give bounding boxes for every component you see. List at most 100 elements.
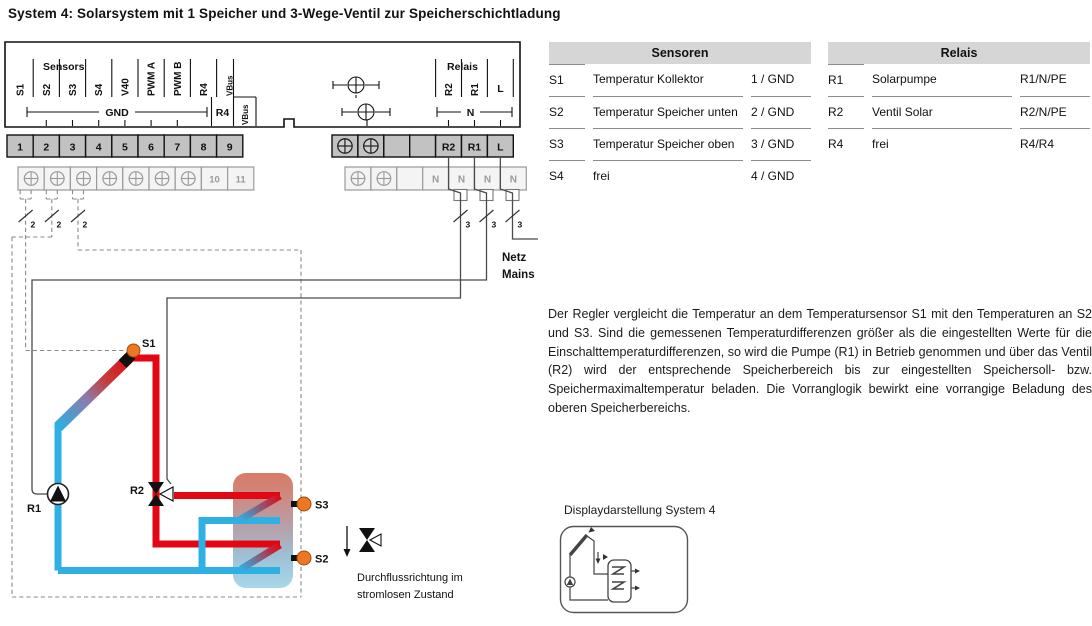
earth-screw-icon <box>376 171 392 186</box>
collector <box>54 351 136 431</box>
sensor-s2 <box>291 550 312 566</box>
sensor-row-id: S3 <box>549 129 585 161</box>
upper-heat-exchanger-coil <box>238 492 282 523</box>
page-title: System 4: Solarsystem mit 1 Speicher und… <box>8 6 561 21</box>
relay-row-conn: R1/N/PE <box>1020 64 1090 97</box>
terminal-n: N <box>484 175 491 186</box>
terminal-n: N <box>432 175 439 186</box>
terminal-3: 3 <box>70 142 76 154</box>
column-label-pwmb: PWM B <box>173 62 184 96</box>
sensor-row-conn: 4 / GND <box>751 169 795 183</box>
terminal-11: 11 <box>236 175 247 186</box>
relay-row-id: R4 <box>828 137 844 151</box>
terminal-10: 10 <box>209 175 220 186</box>
sensor-row-desc: Temperatur Speicher unten <box>593 97 743 129</box>
terminal-1: 1 <box>17 142 23 154</box>
gnd-screw-icon <box>49 171 65 186</box>
terminal-5: 5 <box>122 142 128 154</box>
display-caption: Displaydarstellung System 4 <box>564 503 716 517</box>
sensor-s3-label: S3 <box>315 500 328 512</box>
gnd-bus-label: GND <box>105 107 129 119</box>
gnd-screw-icon <box>76 171 91 186</box>
pipes <box>54 354 282 574</box>
relay-row-desc: Solarpumpe <box>872 64 1012 97</box>
column-label-s2: S2 <box>42 83 53 96</box>
earth-symbol-lower <box>341 103 391 121</box>
column-label-vbus: VBus <box>226 75 235 96</box>
sensor-row-conn: 1 / GND <box>751 64 811 97</box>
relay-row-conn: R2/N/PE <box>1020 97 1090 129</box>
sensor-cables: 2 2 2 <box>11 190 302 598</box>
vbus-bus-label: VBus <box>241 104 250 125</box>
pump-r1-label: R1 <box>27 503 41 515</box>
sensor-s1 <box>126 343 141 358</box>
n-bracket <box>436 107 513 117</box>
core-count-3: 3 <box>466 220 471 230</box>
sensor-row-conn: 2 / GND <box>751 97 811 129</box>
relay-row-id: R2 <box>828 97 864 129</box>
relay-row-id: R1 <box>828 64 864 97</box>
sensor-row-desc: Temperatur Kollektor <box>593 64 743 97</box>
relay-table: Relais R1 Solarpumpe R1/N/PE R2 Ventil S… <box>828 42 1090 160</box>
n-bus-label: N <box>467 107 475 119</box>
gnd-screw-icon <box>180 171 196 186</box>
sensor-terminal-comb <box>32 59 514 126</box>
relay-row-conn: R4/R4 <box>1020 137 1055 151</box>
netz-label: Netz <box>502 252 527 264</box>
earth-symbol-upper <box>332 76 380 98</box>
terminal-l: L <box>497 142 504 154</box>
terminal-6: 6 <box>148 142 154 154</box>
terminal-r2: R2 <box>442 142 456 154</box>
core-count-3: 3 <box>518 220 523 230</box>
terminal-row-main: 1 2 3 4 5 6 7 8 9 R2 R1 L <box>6 134 514 158</box>
sensor-row-desc: frei <box>593 169 610 183</box>
sensor-row-desc: Temperatur Speicher oben <box>593 129 743 161</box>
sensor-row-id: S1 <box>549 64 585 97</box>
sensor-row-id: S2 <box>549 97 585 129</box>
system-description: Der Regler vergleicht die Temperatur an … <box>548 307 1092 415</box>
mains-label: Mains <box>502 269 535 281</box>
valve-r2-label: R2 <box>130 485 144 497</box>
flow-note-line1: Durchflussrichtung im <box>357 572 463 584</box>
sensor-s2-label: S2 <box>315 554 328 566</box>
gnd-screw-icon <box>128 171 144 186</box>
controller-housing: Sensors Relais S1 S2 S3 S4 V40 PWM A PWM… <box>4 41 521 128</box>
sensors-group-label: Sensors <box>43 61 85 73</box>
flow-note-line2: stromlosen Zustand <box>357 589 454 601</box>
gnd-bracket <box>26 107 208 117</box>
down-arrow-icon <box>343 549 351 557</box>
sensor-table: Sensoren S1 Temperatur Kollektor 1 / GND… <box>549 42 811 192</box>
terminal-4: 4 <box>96 142 102 154</box>
gnd-screw-icon <box>23 171 39 186</box>
core-count-2: 2 <box>31 220 36 230</box>
valve-icon <box>359 528 382 552</box>
earth-screw-icon <box>350 171 366 186</box>
wiring-hydraulic-diagram: Sensors Relais S1 S2 S3 S4 V40 PWM A PWM… <box>4 41 538 601</box>
relais-group-label: Relais <box>447 61 478 73</box>
gnd-screw-icon <box>102 171 118 186</box>
earth-terminal-icon <box>337 138 353 154</box>
terminal-row-secondary: 10 11 N N N N <box>17 166 527 202</box>
flow-direction-legend: Durchflussrichtung im stromlosen Zustand <box>343 526 463 601</box>
upper-coil-return-pipe <box>198 517 280 570</box>
column-label-s4: S4 <box>94 83 105 96</box>
sensor-s1-label: S1 <box>142 338 155 350</box>
sensor-s3 <box>291 496 312 512</box>
sensor-row-id: S4 <box>549 169 564 183</box>
solar-flow-pipe <box>130 354 280 548</box>
earth-terminal-icon <box>362 138 379 154</box>
terminal-2: 2 <box>43 142 49 154</box>
gnd-screw-icon <box>154 171 170 186</box>
core-count-2: 2 <box>57 220 62 230</box>
terminal-r1: R1 <box>468 142 482 154</box>
terminal-9: 9 <box>227 142 233 154</box>
core-count-3: 3 <box>492 220 497 230</box>
terminal-7: 7 <box>174 142 180 154</box>
valve-r2 <box>148 482 174 506</box>
relay-cables: 3 3 3 Netz Mains <box>31 157 538 495</box>
pump-r1 <box>46 482 70 506</box>
sensor-row-conn: 3 / GND <box>751 129 811 161</box>
r4-bus-label: R4 <box>216 107 230 119</box>
display-icon <box>559 525 689 614</box>
